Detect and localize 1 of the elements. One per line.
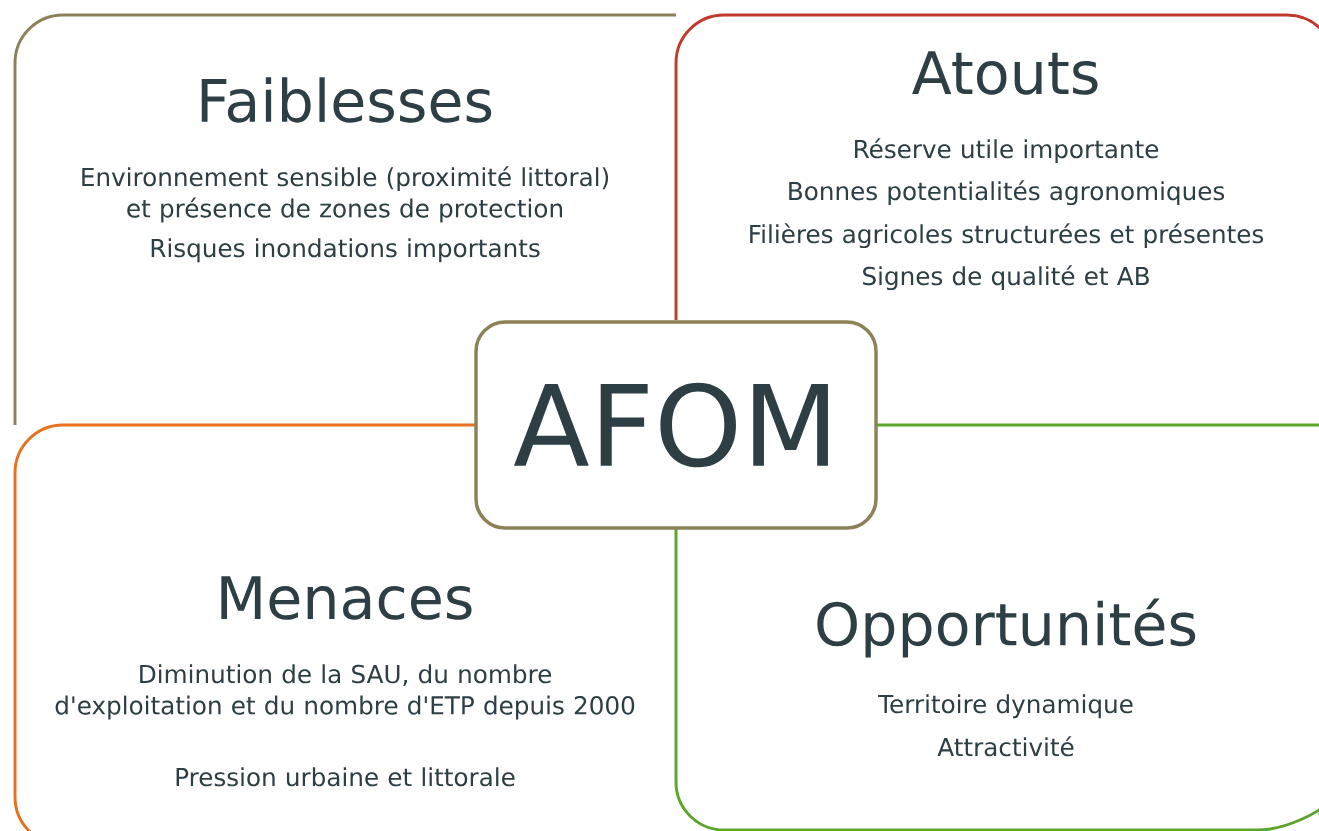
center-box: AFOM <box>474 320 878 530</box>
